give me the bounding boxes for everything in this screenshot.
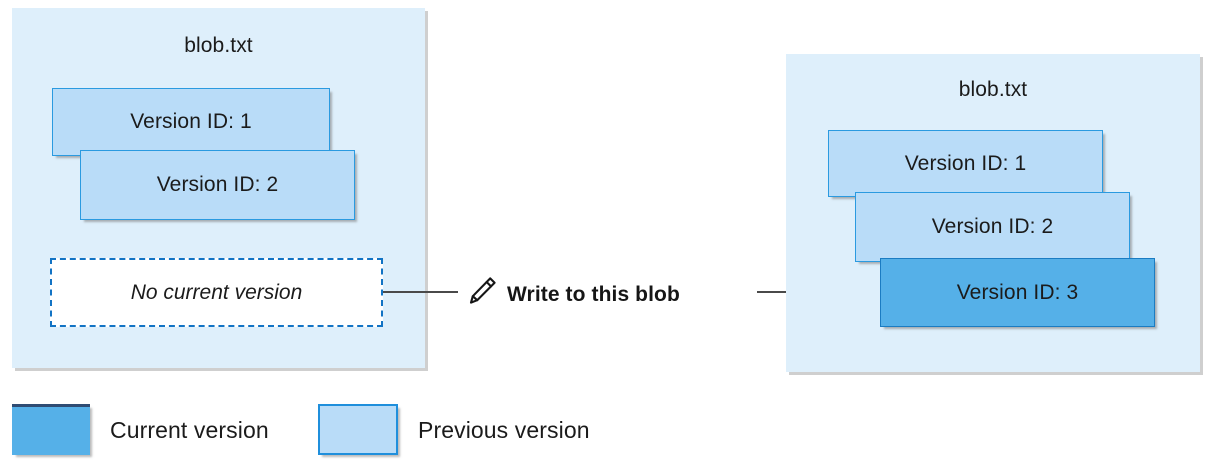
right-version-card-2-label: Version ID: 2 (931, 215, 1054, 238)
no-current-version-label: No current version (130, 280, 303, 304)
right-version-card-2: Version ID: 2 (855, 192, 1130, 262)
left-version-card-1: Version ID: 1 (52, 88, 330, 156)
no-current-version-box: No current version (50, 258, 383, 327)
write-action: Write to this blob (466, 275, 680, 314)
right-version-card-3-label: Version ID: 3 (956, 280, 1079, 304)
right-version-card-1: Version ID: 1 (828, 130, 1103, 197)
legend-swatch-previous-version (318, 404, 398, 455)
write-action-label: Write to this blob (507, 282, 680, 306)
legend-swatch-current-version (12, 404, 90, 455)
pencil-icon (466, 275, 498, 314)
right-version-card-1-label: Version ID: 1 (904, 151, 1027, 175)
left-version-card-2-label: Version ID: 2 (156, 173, 279, 196)
left-blob-title: blob.txt (184, 34, 253, 57)
left-version-card-1-label: Version ID: 1 (130, 110, 252, 133)
legend-label-previous-version: Previous version (418, 417, 590, 443)
right-blob-title: blob.txt (958, 78, 1028, 101)
right-version-card-3: Version ID: 3 (880, 258, 1155, 327)
left-version-card-2: Version ID: 2 (80, 150, 355, 220)
connector-left-line (383, 291, 458, 293)
legend-label-current-version: Current version (110, 417, 269, 443)
